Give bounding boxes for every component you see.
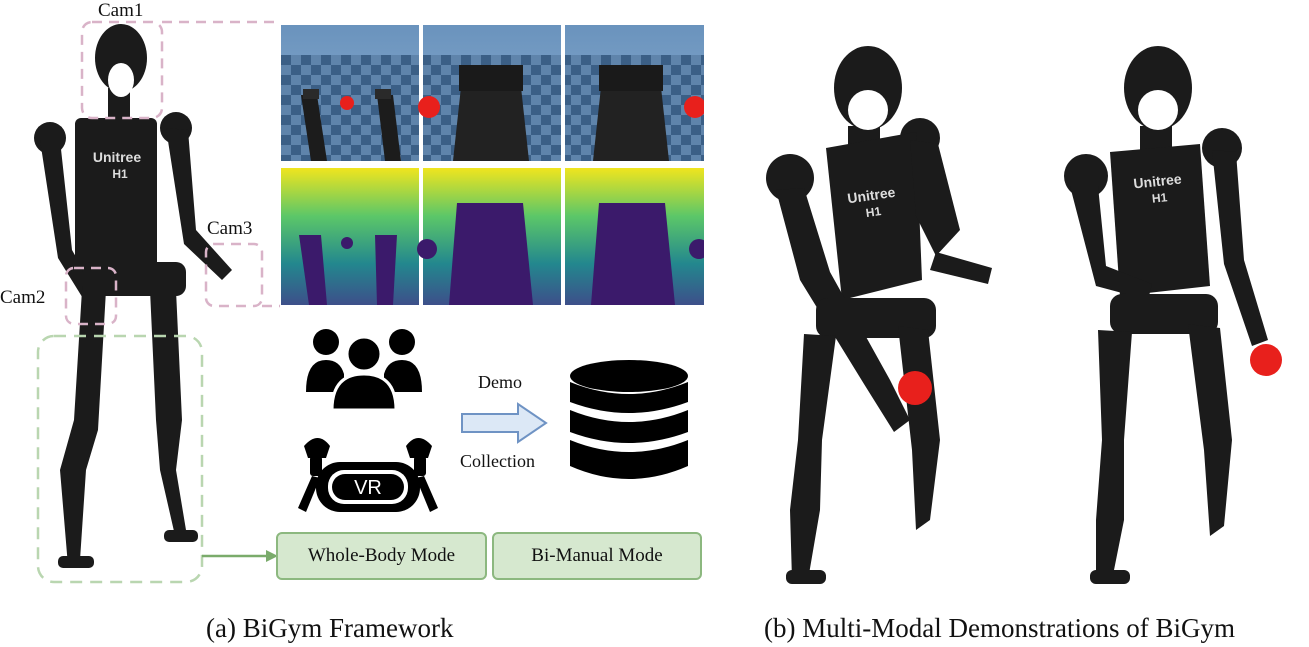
demo-robot-bi-manual: Unitree H1 <box>1064 46 1282 584</box>
cam3-box <box>204 242 264 308</box>
vr-text: VR <box>354 477 382 499</box>
demo2-red-ball <box>1250 344 1282 376</box>
cam1-label: Cam1 <box>98 0 144 21</box>
flow-bottom-label: Collection <box>460 451 535 471</box>
cam3-label: Cam3 <box>207 218 253 239</box>
depth-view-3 <box>565 168 704 305</box>
demonstrations-caption: (b) Multi-Modal Demonstrations of BiGym <box>764 613 1235 643</box>
vr-headset-icon: VR <box>298 438 438 512</box>
bi-manual-mode-box: Bi-Manual Mode <box>492 532 702 580</box>
demo2-brand-text: Unitree <box>1133 171 1183 192</box>
rgb-view-2 <box>418 25 561 161</box>
robot-silhouette <box>34 24 232 568</box>
database-icon <box>570 360 688 479</box>
demo2-model-text: H1 <box>1151 190 1168 206</box>
rgb-view-3 <box>565 25 704 161</box>
cam1-box <box>80 20 164 120</box>
flow-top-label: Demo <box>478 372 522 392</box>
demo1-red-ball <box>898 371 932 405</box>
camera-connectors <box>162 20 280 308</box>
framework-caption: (a) BiGym Framework <box>206 613 454 643</box>
cam2-label: Cam2 <box>0 287 46 308</box>
demo1-head-visor <box>848 90 888 130</box>
depth-view-2 <box>417 168 561 305</box>
flow-arrow <box>461 402 548 444</box>
robot-model-text: H1 <box>112 167 128 181</box>
demo1-brand-text: Unitree <box>846 184 896 207</box>
depth-view-1 <box>281 168 419 305</box>
demo1-model-text: H1 <box>865 204 882 220</box>
legs-box <box>36 334 204 584</box>
demo2-head-visor <box>1138 90 1178 130</box>
users-group-icon <box>306 329 422 412</box>
head-visor <box>108 63 134 97</box>
demo-robot-whole-body: Unitree H1 <box>766 46 992 584</box>
framework-robot-figure: Unitree H1 <box>34 20 264 584</box>
camera-image-grid <box>281 25 704 305</box>
robot-brand-text: Unitree <box>93 149 141 165</box>
rgb-view-1 <box>281 25 419 161</box>
mode-connector-arrow <box>202 550 278 562</box>
whole-body-mode-box: Whole-Body Mode <box>276 532 487 580</box>
cam2-box <box>64 266 118 326</box>
